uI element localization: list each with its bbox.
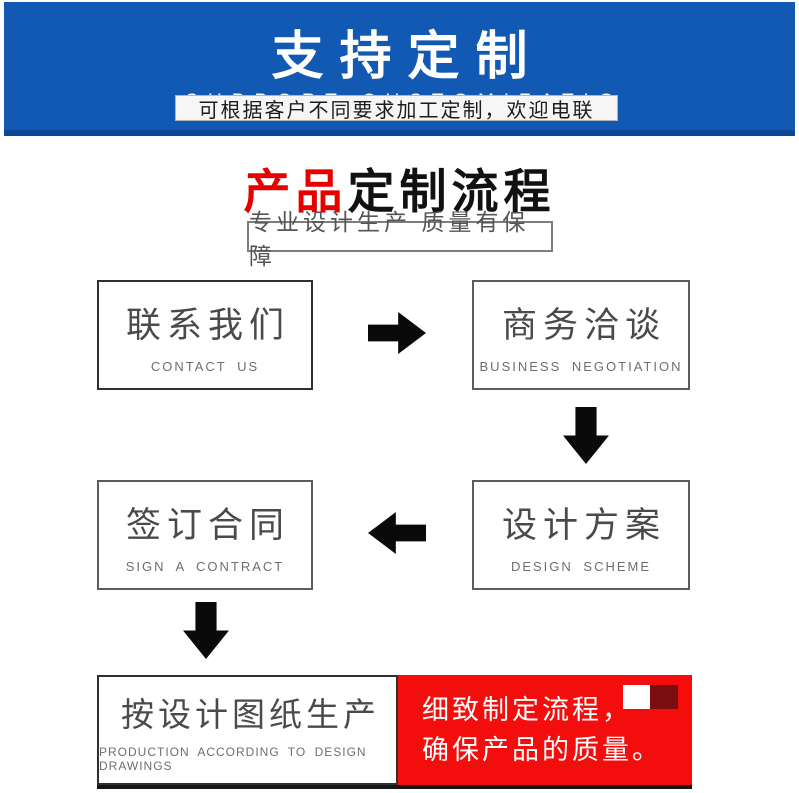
step-label-zh: 商务洽谈 xyxy=(501,305,666,345)
banner-strip-text: 可根据客户不同要求加工定制，欢迎电联 xyxy=(175,95,618,122)
arrow-right-icon xyxy=(368,312,426,354)
note-line-2: 确保产品的质量。 xyxy=(422,735,662,765)
customization-banner: 支持定制 SUPPORT CUSTOMIZATIO 可根据客户不同要求加工定制，… xyxy=(4,2,795,136)
section-title-highlight: 产品 xyxy=(243,165,348,218)
flow-step-production: 按设计图纸生产 PRODUCTION ACCORDING TO DESIGN D… xyxy=(97,675,398,785)
quality-note-box: 细致制定流程， 确保产品的质量。 xyxy=(398,675,692,785)
bottom-shadow-line xyxy=(97,785,692,789)
arrow-down-icon xyxy=(183,602,229,659)
step-label-zh: 签订合同 xyxy=(125,505,290,545)
white-square-decoration xyxy=(623,685,651,709)
flow-step-contact-us: 联系我们 CONTACT US xyxy=(97,280,313,390)
maroon-square-decoration xyxy=(650,685,678,709)
flow-step-design-scheme: 设计方案 DESIGN SCHEME xyxy=(472,480,690,590)
flow-step-sign-contract: 签订合同 SIGN A CONTRACT xyxy=(97,480,313,590)
flow-step-business-negotiation: 商务洽谈 BUSINESS NEGOTIATION xyxy=(472,280,690,390)
step-label-zh: 设计方案 xyxy=(501,505,666,545)
section-tagline: 专业设计生产 质量有保障 xyxy=(247,209,553,269)
step-label-en: CONTACT US xyxy=(150,358,260,374)
banner-title: 支持定制 xyxy=(271,28,544,86)
arrow-left-icon xyxy=(368,512,426,554)
step-label-en: SIGN A CONTRACT xyxy=(125,558,285,574)
note-line-1: 细致制定流程， xyxy=(422,694,632,725)
step-label-zh: 按设计图纸生产 xyxy=(121,695,380,733)
step-label-zh: 联系我们 xyxy=(125,305,290,345)
banner-bottom-edge xyxy=(4,130,795,136)
section-title-rest: 定制流程 xyxy=(347,165,556,218)
section-title: 产品定制流程 xyxy=(0,153,799,222)
step-label-en: PRODUCTION ACCORDING TO DESIGN DRAWINGS xyxy=(99,744,367,773)
arrow-down-icon xyxy=(563,407,609,464)
step-label-en: BUSINESS NEGOTIATION xyxy=(479,358,683,374)
step-label-en: DESIGN SCHEME xyxy=(510,558,652,574)
